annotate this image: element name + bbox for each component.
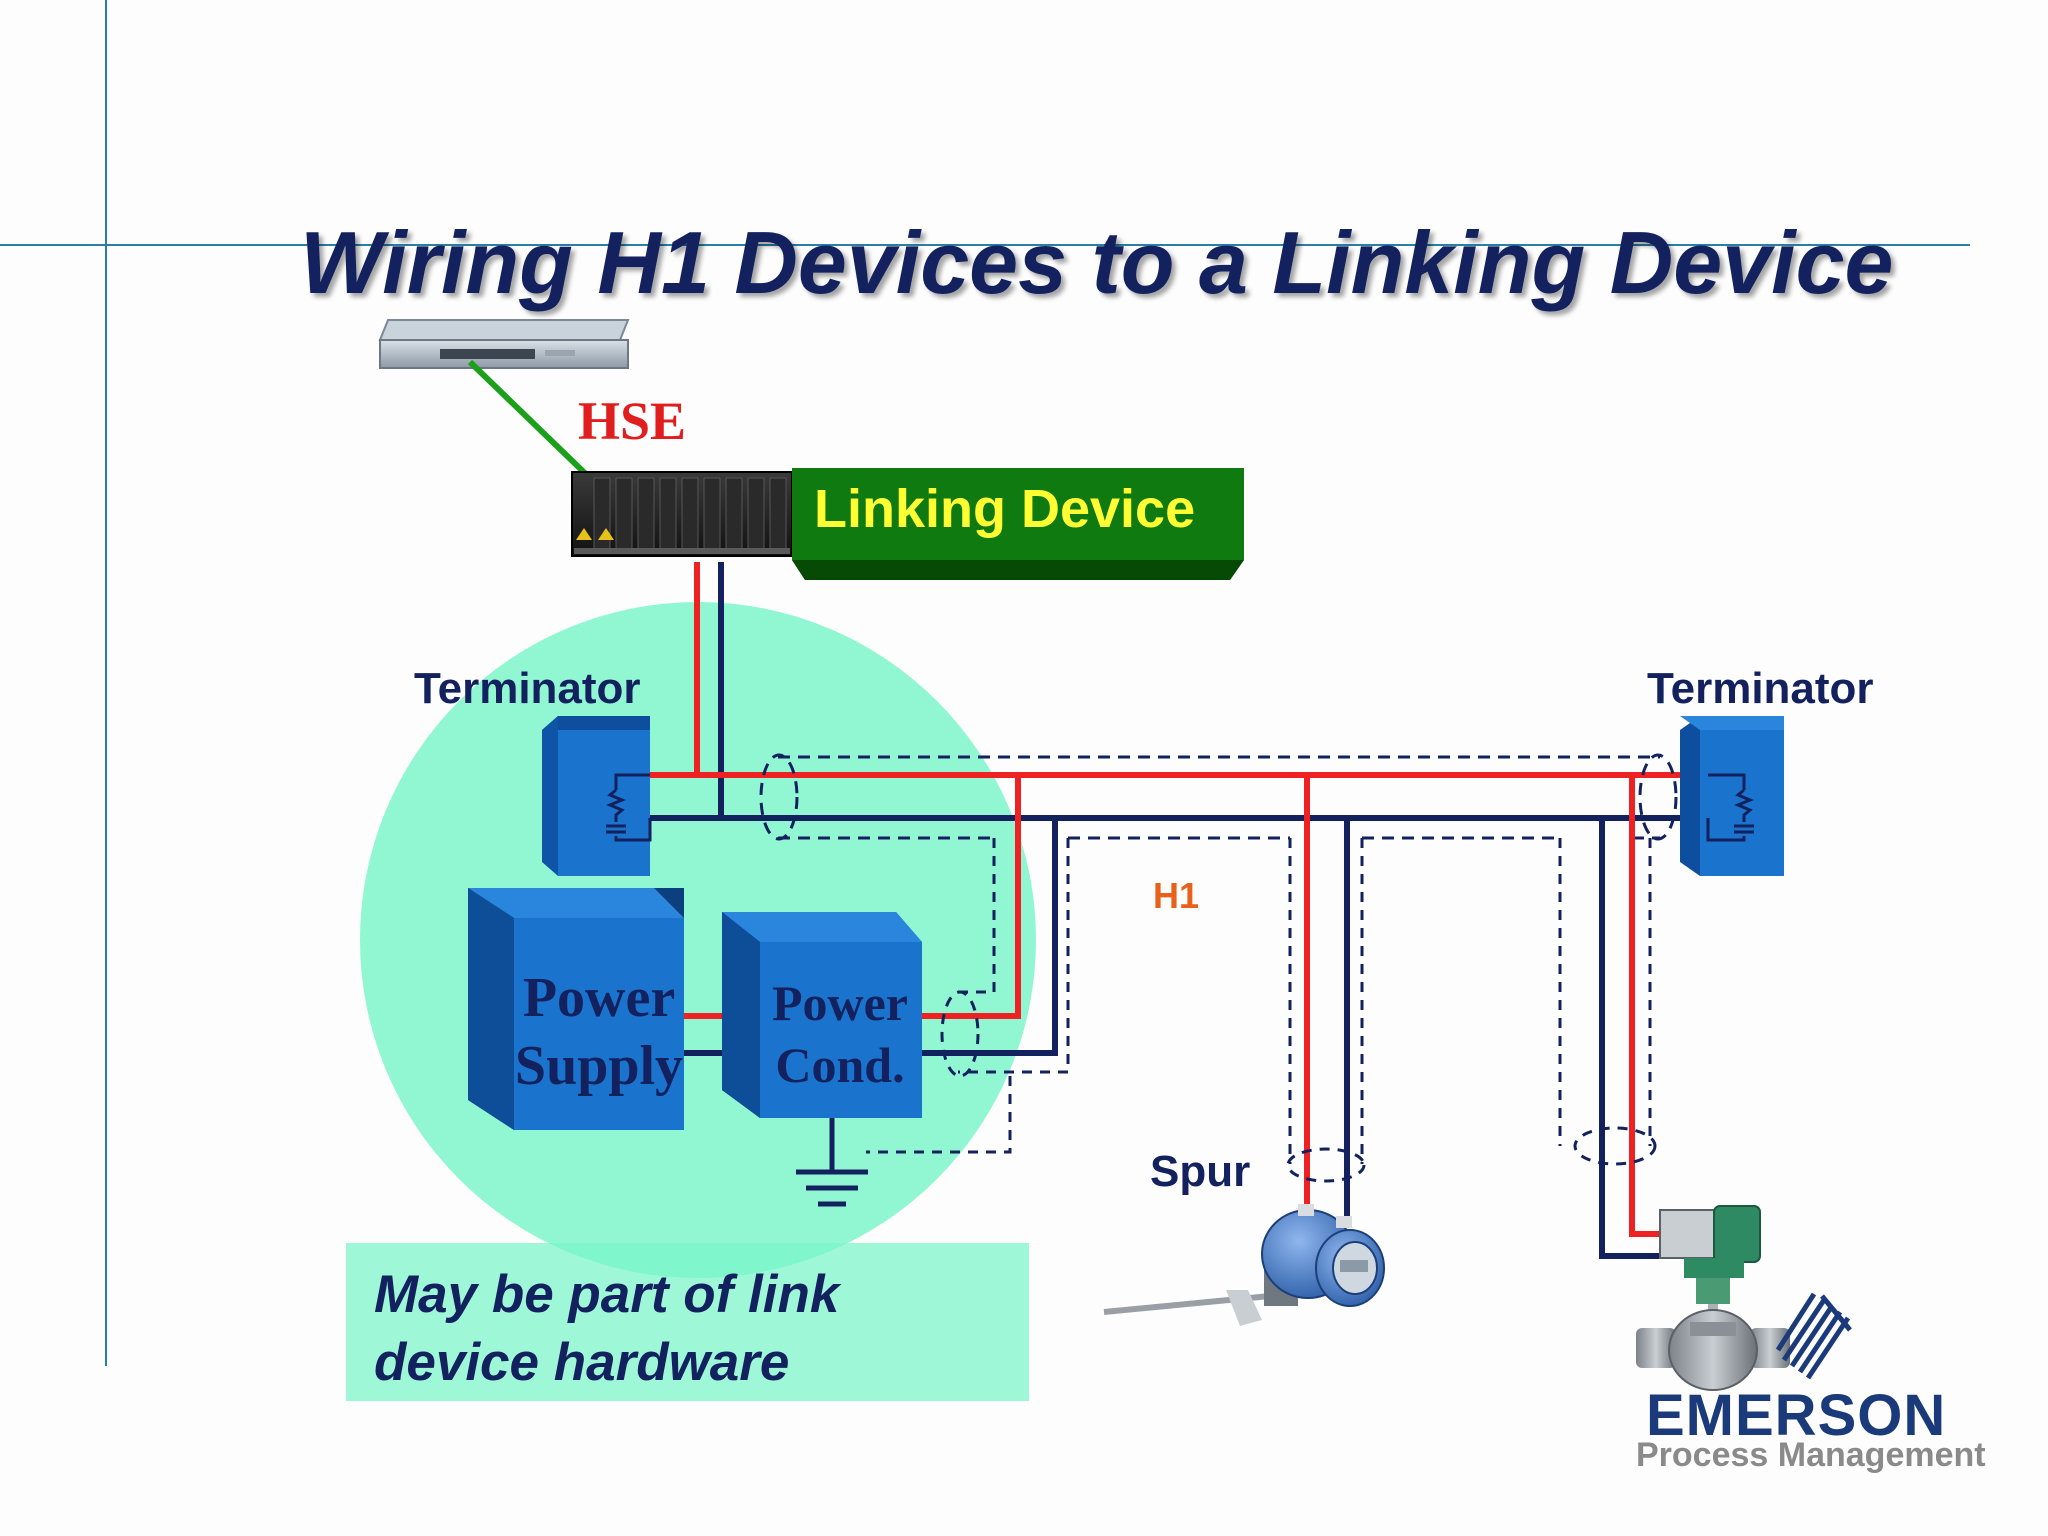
control-valve-icon: [1636, 1205, 1790, 1391]
h1-label: H1: [1153, 875, 1200, 916]
terminator-right: [1680, 716, 1784, 876]
linking-device-label-box: [792, 468, 1244, 580]
pc-to-trunk-negative: [922, 818, 1058, 1056]
ethernet-switch-icon: [378, 319, 630, 369]
ground-icon: [796, 1118, 868, 1207]
hse-label: HSE: [578, 391, 687, 451]
note-line1: May be part of link: [374, 1265, 840, 1324]
note-line2: device hardware: [374, 1333, 790, 1392]
spur2-shield: [1558, 838, 1657, 1166]
hse-cable: [467, 359, 595, 483]
pc-to-trunk-positive: [922, 775, 1021, 1019]
power-supply-label-line1: Power: [522, 967, 676, 1029]
note-box: May be part of link device hardware: [346, 1243, 1029, 1401]
trunk-shield: [759, 753, 1678, 841]
spur2-wire-negative: [1599, 818, 1660, 1259]
linking-device-hardware-icon: [571, 471, 793, 557]
power-supply: [468, 888, 684, 1130]
note-text: May be part of link device hardware: [374, 1261, 839, 1397]
temperature-transmitter-icon: [1103, 1204, 1385, 1326]
slide-title: Wiring H1 Devices to a Linking Device: [300, 213, 1894, 312]
power-conditioner: [722, 912, 922, 1118]
terminator-left: [542, 716, 652, 876]
emerson-logo-text: EMERSON: [1646, 1383, 1947, 1448]
emerson-logo-mark: [1775, 1292, 1852, 1380]
power-supply-label-line2: Supply: [514, 1035, 684, 1097]
spur-label: Spur: [1150, 1147, 1251, 1196]
pc-shield: [866, 838, 1070, 1154]
linking-device-label: Linking Device: [814, 479, 1196, 539]
power-cond-label-line2: Cond.: [775, 1037, 905, 1093]
power-cond-label: Power Cond.: [760, 972, 920, 1096]
process-management-text: Process Management: [1636, 1436, 1986, 1474]
terminator-right-label: Terminator: [1647, 664, 1874, 713]
terminator-left-label: Terminator: [414, 664, 641, 713]
spur2-wire-positive: [1629, 775, 1660, 1237]
power-cond-label-line1: Power: [771, 975, 909, 1031]
spur1-shield: [1286, 838, 1366, 1183]
power-supply-label: Power Supply: [504, 964, 694, 1100]
